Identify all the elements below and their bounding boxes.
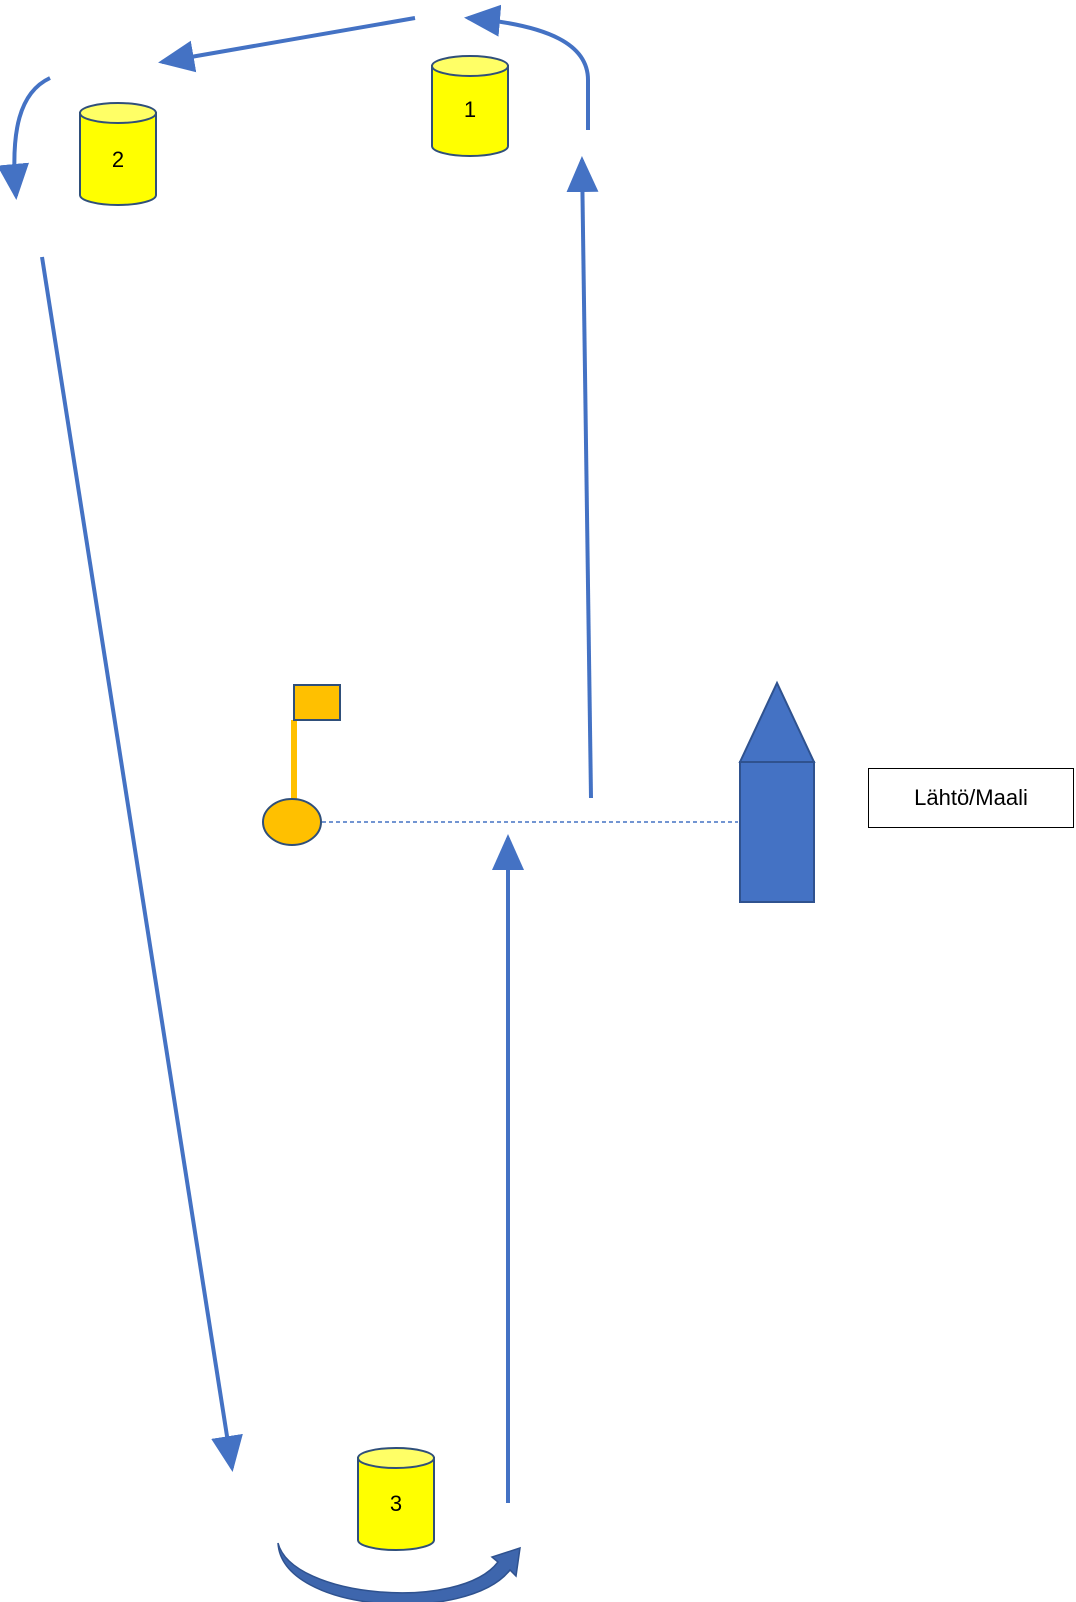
leg-arrow-1-to-2 [158,16,416,73]
flag-buoy-float [262,798,322,846]
buoy-label: 3 [390,1491,402,1516]
buoy-1: 1 [431,55,509,157]
start-finish-label: Lähtö/Maali [914,785,1028,810]
flag-pole [291,720,297,805]
rounding-arrow-buoy-3 [277,1542,521,1602]
start-finish-label-box: Lähtö/Maali [868,768,1074,828]
course-arrows [0,4,599,1503]
buoy-3: 3 [357,1447,435,1551]
buoy-label: 1 [464,97,476,122]
leg-arrow-2-to-3 [40,256,243,1472]
buoy-2: 2 [79,102,157,206]
flag-buoy [262,684,341,846]
committee-boat-icon [738,680,816,903]
rounding-arrow-buoy-1 [464,4,590,130]
rounding-arrow-buoy-2 [0,76,51,200]
leg-arrow-start-to-1 [566,156,599,799]
flag-icon [293,684,341,721]
buoy-label: 2 [112,147,124,172]
